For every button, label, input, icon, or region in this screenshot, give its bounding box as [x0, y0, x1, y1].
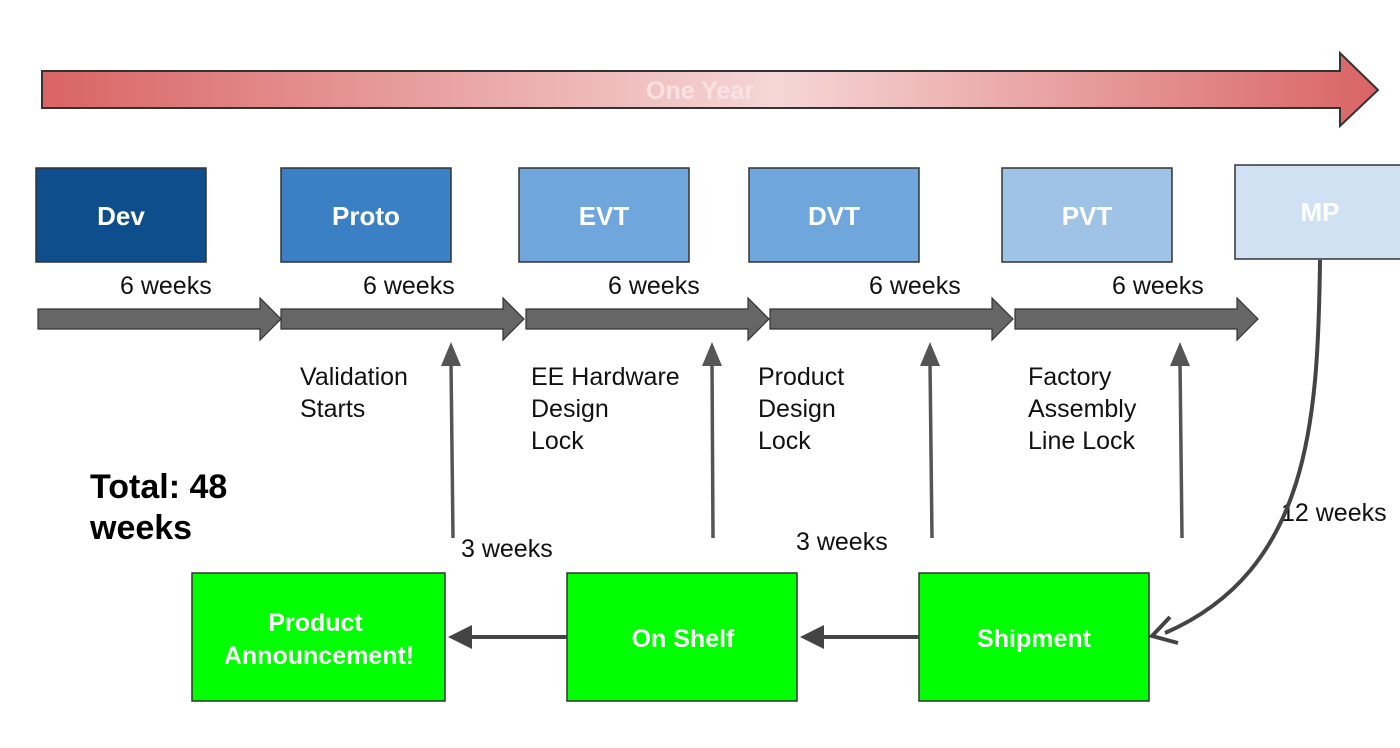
release-1-line-2: Announcement! — [224, 642, 414, 670]
total-line-1: Total: 48 — [90, 468, 227, 506]
total-line-2: weeks — [89, 509, 192, 547]
release-product-announcement-label: Product Announcement! — [224, 609, 414, 670]
stage-pvt: PVT — [1001, 167, 1173, 263]
release-on-shelf-label: On Shelf — [632, 625, 735, 653]
milestone-4-line-3: Line Lock — [1028, 427, 1136, 455]
milestone-product-design-lock: Product Design Lock — [758, 363, 851, 455]
milestone-ee-hardware-lock: EE Hardware Design Lock — [531, 363, 687, 455]
lead-time-mp-label: 12 weeks — [1281, 499, 1387, 527]
one-year-label: One Year — [646, 77, 754, 105]
stage-mp-label: MP — [1301, 197, 1340, 227]
stage-mp-box — [1234, 164, 1400, 260]
stage-dvt: DVT — [748, 167, 920, 263]
release-1-line-1: Product — [268, 609, 363, 637]
duration-label-2: 6 weeks — [363, 272, 455, 300]
milestone-1-line-1: Validation — [300, 363, 408, 391]
milestone-3-line-2: Design — [758, 395, 836, 423]
stage-dev-box — [35, 167, 207, 263]
milestone-2-line-3: Lock — [531, 427, 584, 455]
up-arrow-ee-head — [702, 342, 722, 366]
stage-proto-label: Proto — [332, 201, 400, 231]
stage-pvt-label: PVT — [1062, 201, 1113, 231]
lead-time-left-label: 3 weeks — [461, 535, 553, 563]
up-arrow-product-line — [928, 361, 934, 539]
stage-proto-box — [280, 167, 452, 263]
milestone-1-line-2: Starts — [300, 395, 365, 423]
timeline-segment-arrow-5 — [1014, 296, 1259, 342]
milestone-3-line-3: Lock — [758, 427, 811, 455]
milestone-2-line-2: Design — [531, 395, 609, 423]
timeline-segment-arrow-2 — [280, 296, 525, 342]
release-on-shelf: On Shelf — [566, 572, 798, 702]
milestone-validation-starts: Validation Starts — [300, 363, 415, 423]
up-arrow-factory-head — [1170, 342, 1190, 366]
release-shipment-label: Shipment — [977, 625, 1092, 653]
release-on-shelf-box — [566, 572, 798, 702]
milestone-2-line-1: EE Hardware — [531, 363, 680, 391]
duration-label-1: 6 weeks — [120, 272, 212, 300]
up-arrow-validation-head — [441, 342, 461, 366]
arrow-shelf-to-announcement-head — [448, 625, 472, 649]
stage-pvt-box — [1001, 167, 1173, 263]
duration-label-4: 6 weeks — [869, 272, 961, 300]
duration-label-3: 6 weeks — [608, 272, 700, 300]
timeline-segment-arrow-1 — [37, 296, 282, 342]
total-weeks-label: Total: 48 weeks — [89, 468, 237, 547]
stage-dev-label: Dev — [97, 201, 145, 231]
release-shipment: Shipment — [918, 572, 1150, 702]
milestone-factory-line-lock: Factory Assembly Line Lock — [1028, 363, 1143, 455]
stage-proto: Proto — [280, 167, 452, 263]
milestone-4-line-2: Assembly — [1028, 395, 1137, 423]
stage-dev: Dev — [35, 167, 207, 263]
up-arrow-validation-line — [449, 361, 455, 539]
arrow-shipment-to-shelf-head — [800, 625, 824, 649]
mp-to-shipment-head — [1148, 615, 1179, 645]
up-arrow-ee-line — [710, 361, 715, 539]
up-arrow-factory-line — [1178, 361, 1184, 539]
one-year-arrow: One Year — [41, 50, 1380, 129]
stage-dvt-label: DVT — [808, 201, 860, 231]
stage-evt: EVT — [518, 167, 690, 263]
release-product-announcement: Product Announcement! — [191, 572, 446, 702]
timeline-segment-arrow-4 — [769, 296, 1014, 342]
up-arrow-product-head — [920, 342, 940, 366]
stage-evt-label: EVT — [579, 201, 630, 231]
stage-mp: MP — [1234, 164, 1400, 260]
mp-to-shipment-curve — [1164, 259, 1322, 635]
milestone-4-line-1: Factory — [1028, 363, 1112, 391]
release-shipment-box — [918, 572, 1150, 702]
stage-evt-box — [518, 167, 690, 263]
milestone-3-line-1: Product — [758, 363, 844, 391]
lead-time-right-label: 3 weeks — [796, 528, 888, 556]
timeline-segment-arrow-3 — [525, 296, 770, 342]
release-product-announcement-box — [191, 572, 446, 702]
stage-dvt-box — [748, 167, 920, 263]
duration-label-5: 6 weeks — [1112, 272, 1204, 300]
